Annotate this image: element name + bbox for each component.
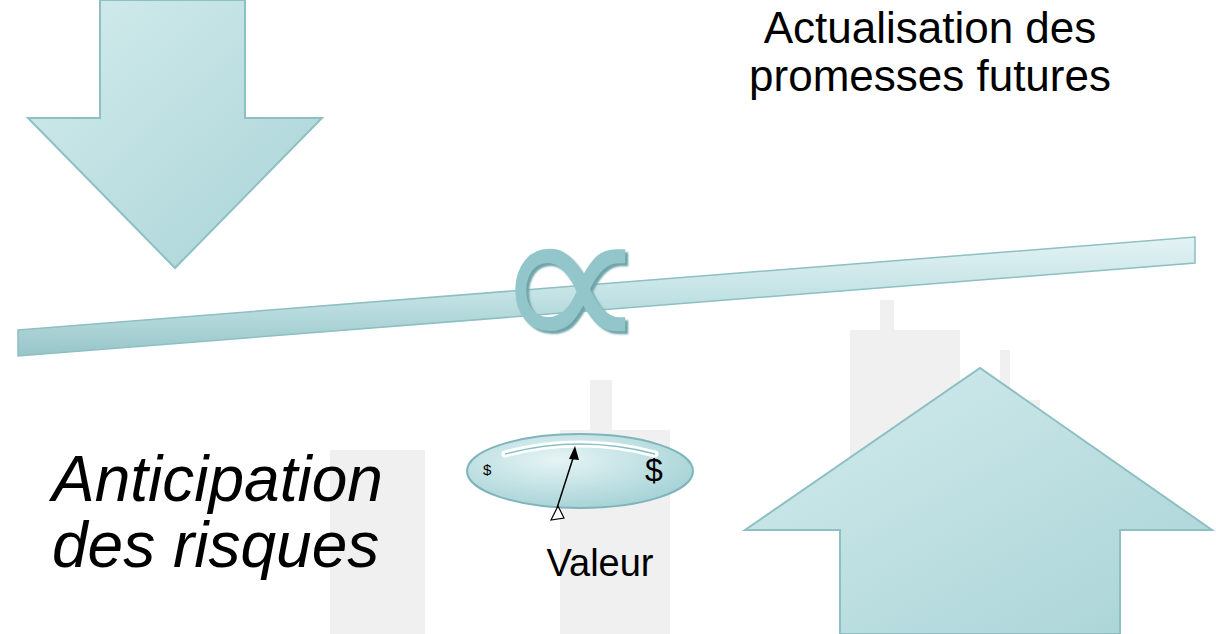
- heading-text: Actualisation des promesses futures: [740, 4, 1120, 100]
- value-label: Valeur: [520, 542, 680, 584]
- down-arrow: [28, 0, 322, 268]
- dollar-sign: $: [645, 454, 663, 486]
- up-arrow: [745, 368, 1212, 634]
- coin-pan: $$: [465, 432, 695, 510]
- leader-line: [557, 452, 575, 508]
- proportional-symbol: ∝: [450, 170, 690, 390]
- risk-label: Anticipation des risques: [52, 446, 492, 578]
- dollar-sign: $: [483, 462, 491, 477]
